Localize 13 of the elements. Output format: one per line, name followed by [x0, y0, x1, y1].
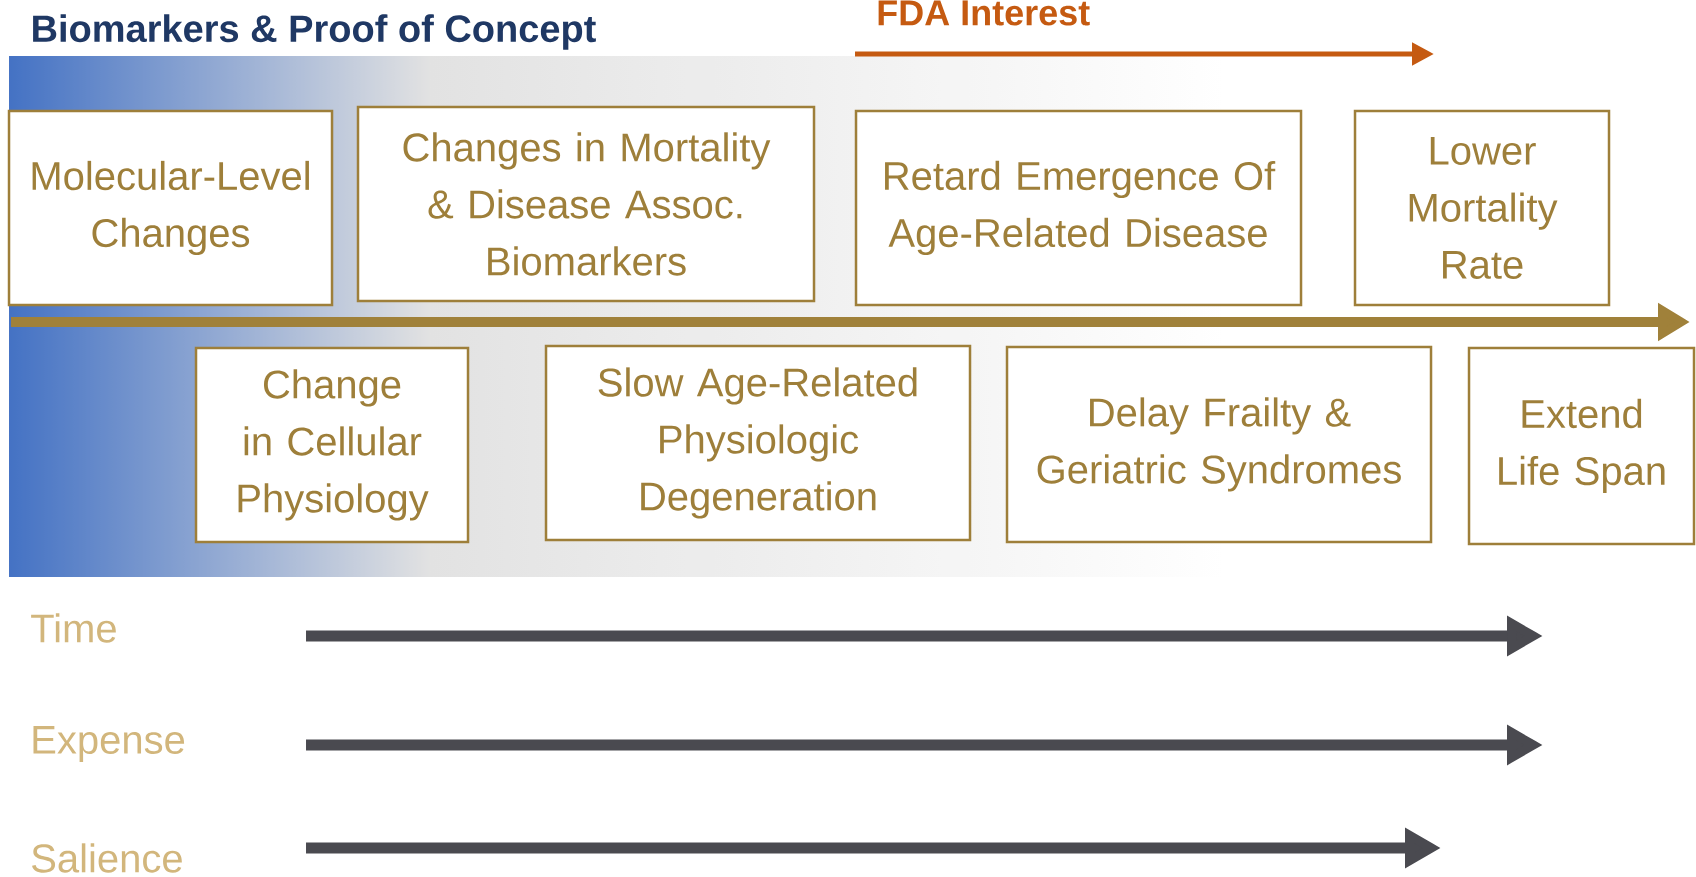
text-box: Extend Life Span	[1467, 346, 1696, 546]
fda-label: FDA Interest	[878, 0, 1090, 26]
axis-label: Salience	[32, 843, 182, 873]
text-box: Changes in Mortality & Disease Assoc. Biomarkers	[356, 105, 816, 303]
text-box: Retard Emergence Of Age-Related Disease	[854, 109, 1303, 307]
text-box: Molecular-Level Changes	[7, 109, 334, 307]
text-box: Change in Cellular Physiology	[194, 346, 470, 544]
text-box: Lower Mortality Rate	[1353, 109, 1611, 307]
axis-label: Expense	[33, 726, 185, 762]
text-box: Delay Frailty & Geriatric Syndromes	[1005, 345, 1433, 544]
axis-label: Time	[31, 613, 116, 643]
text-box: Slow Age-Related Physiologic Degeneration	[544, 344, 972, 542]
heading: Biomarkers & Proof of Concept	[33, 14, 596, 50]
